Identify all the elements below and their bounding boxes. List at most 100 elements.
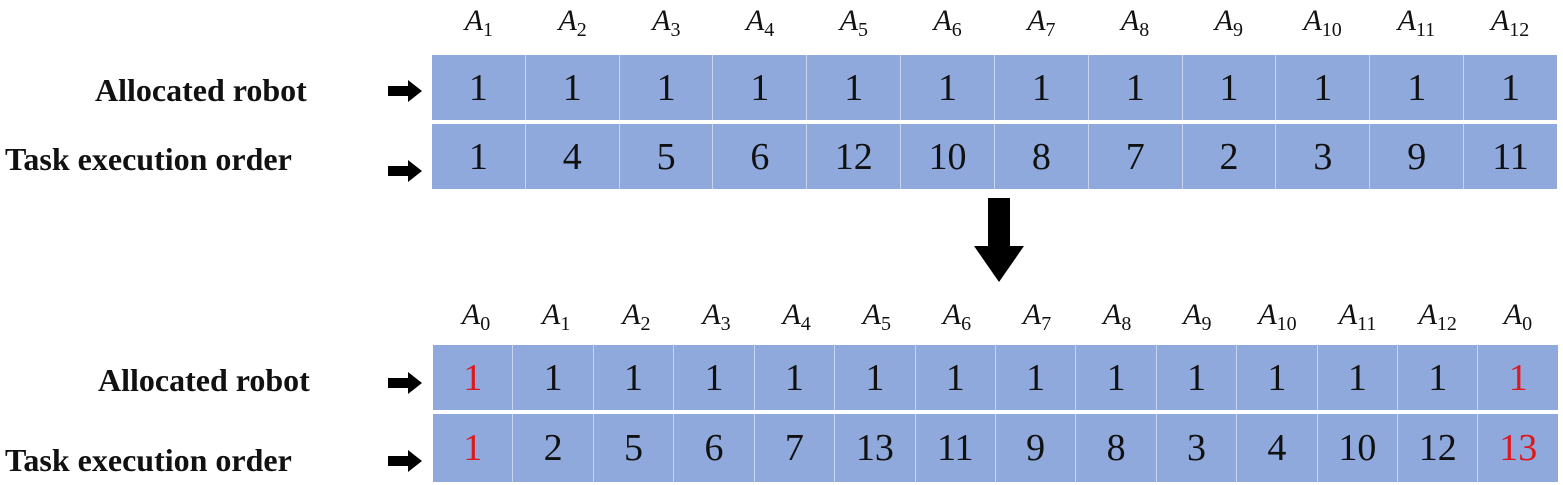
column-header: A4 (757, 300, 837, 335)
column-header-subscript: 7 (1045, 19, 1056, 41)
right-arrow-icon (388, 80, 422, 102)
column-header-base: A (1214, 4, 1234, 37)
table-cell: 11 (1492, 135, 1529, 178)
column-header: A10 (1237, 300, 1317, 335)
table-cell: 1 (1089, 55, 1183, 120)
column-header: A10 (1276, 4, 1370, 41)
column-header-base: A (1120, 4, 1140, 37)
table-cell: 1 (594, 345, 675, 410)
table-cell: 2 (513, 414, 594, 482)
column-header-subscript: 8 (1121, 313, 1132, 335)
column-header-base: A (1303, 4, 1322, 37)
column-header-subscript: 1 (483, 19, 494, 41)
column-header-base: A (1338, 298, 1358, 331)
column-header-subscript: 2 (640, 313, 651, 335)
table-cell: 10 (901, 124, 995, 189)
table-cell: 1 (526, 55, 620, 120)
table-cell: 7 (755, 414, 836, 482)
column-header: A1 (432, 4, 526, 41)
table-cell: 1 (513, 345, 594, 410)
column-header: A2 (526, 6, 620, 41)
column-header-subscript: 0 (480, 313, 491, 335)
column-header-subscript: 9 (1201, 313, 1212, 335)
column-header: A9 (1157, 298, 1237, 335)
table-cell: 2 (1183, 124, 1277, 189)
table-cell: 12 (1398, 414, 1479, 482)
column-header: A0 (436, 298, 516, 335)
column-header-base: A (1503, 298, 1523, 331)
column-header: A3 (676, 300, 756, 335)
column-header-base: A (1397, 4, 1416, 37)
table-cell: 10 (1318, 414, 1399, 482)
column-header: A2 (596, 298, 676, 335)
column-header: A6 (901, 4, 995, 41)
table-cell: 1 (713, 55, 808, 120)
column-header-subscript: 7 (1041, 313, 1052, 335)
table-cell: 1 (835, 345, 916, 410)
column-header-subscript: 9 (1233, 19, 1244, 41)
table-cell: 1 (901, 55, 995, 120)
column-header-subscript: 5 (880, 313, 891, 335)
highlighted-cell: 1 (433, 414, 514, 482)
column-header-base: A (464, 4, 484, 37)
table-cell: 1 (674, 345, 755, 410)
column-header-subscript: 1 (560, 313, 571, 335)
column-header: A7 (995, 4, 1089, 41)
column-header-subscript: 11 (1415, 19, 1436, 41)
column-header-subscript: 10 (1321, 19, 1342, 41)
table-cell: 1 (1370, 55, 1465, 120)
column-header: A12 (1463, 4, 1557, 41)
column-header-base: A (1103, 298, 1122, 331)
column-header-base: A (1027, 4, 1046, 37)
table-cell: 6 (674, 414, 755, 482)
top-task-order-label: Task execution order (5, 141, 292, 177)
column-header-base: A (461, 298, 481, 331)
column-header: A1 (516, 300, 596, 335)
column-header-base: A (745, 4, 765, 37)
table-cell: 1 (916, 345, 996, 410)
table-cell: 1 (996, 345, 1077, 410)
column-header-base: A (1183, 298, 1202, 331)
column-header-base: A (1490, 4, 1510, 37)
column-header-subscript: 4 (764, 19, 775, 41)
column-header-subscript: 3 (720, 313, 731, 335)
column-header-subscript: 0 (1522, 313, 1533, 335)
table-cell: 13 (835, 414, 916, 482)
table-cell: 1 (432, 124, 526, 189)
column-header: A8 (1077, 298, 1157, 335)
table-cell: 12 (807, 124, 902, 189)
column-header: A5 (807, 4, 901, 41)
column-header: A4 (713, 4, 807, 41)
table-cell: 11 (916, 414, 996, 482)
table-cell: 1 (807, 55, 902, 120)
column-header: A5 (837, 298, 917, 335)
column-header-base: A (933, 4, 952, 37)
right-arrow-icon (388, 372, 422, 394)
column-header: A11 (1370, 4, 1464, 41)
column-header: A3 (620, 4, 714, 41)
column-header-base: A (862, 298, 881, 331)
bottom-task-order-label: Task execution order (5, 442, 292, 478)
right-arrow-icon (388, 450, 422, 472)
column-header-base: A (839, 4, 859, 37)
table-cell: 1 (1276, 55, 1371, 120)
column-header-subscript: 10 (1276, 313, 1297, 335)
column-header: A12 (1398, 298, 1478, 335)
highlighted-cell: 1 (1508, 356, 1528, 399)
column-header-base: A (652, 4, 671, 37)
column-header-subscript: 8 (1139, 19, 1150, 41)
column-header: A6 (917, 300, 997, 335)
column-header-base: A (1418, 298, 1437, 331)
table-cell: 1 (1157, 345, 1238, 410)
table-cell: 7 (1089, 124, 1183, 189)
column-header: A0 (1478, 298, 1558, 335)
column-header-subscript: 12 (1436, 313, 1457, 335)
table-cell: 9 (1370, 124, 1465, 189)
column-header-subscript: 5 (858, 19, 869, 41)
table-cell: 1 (755, 345, 836, 410)
table-cell: 1 (620, 55, 714, 120)
column-header-base: A (622, 298, 641, 331)
